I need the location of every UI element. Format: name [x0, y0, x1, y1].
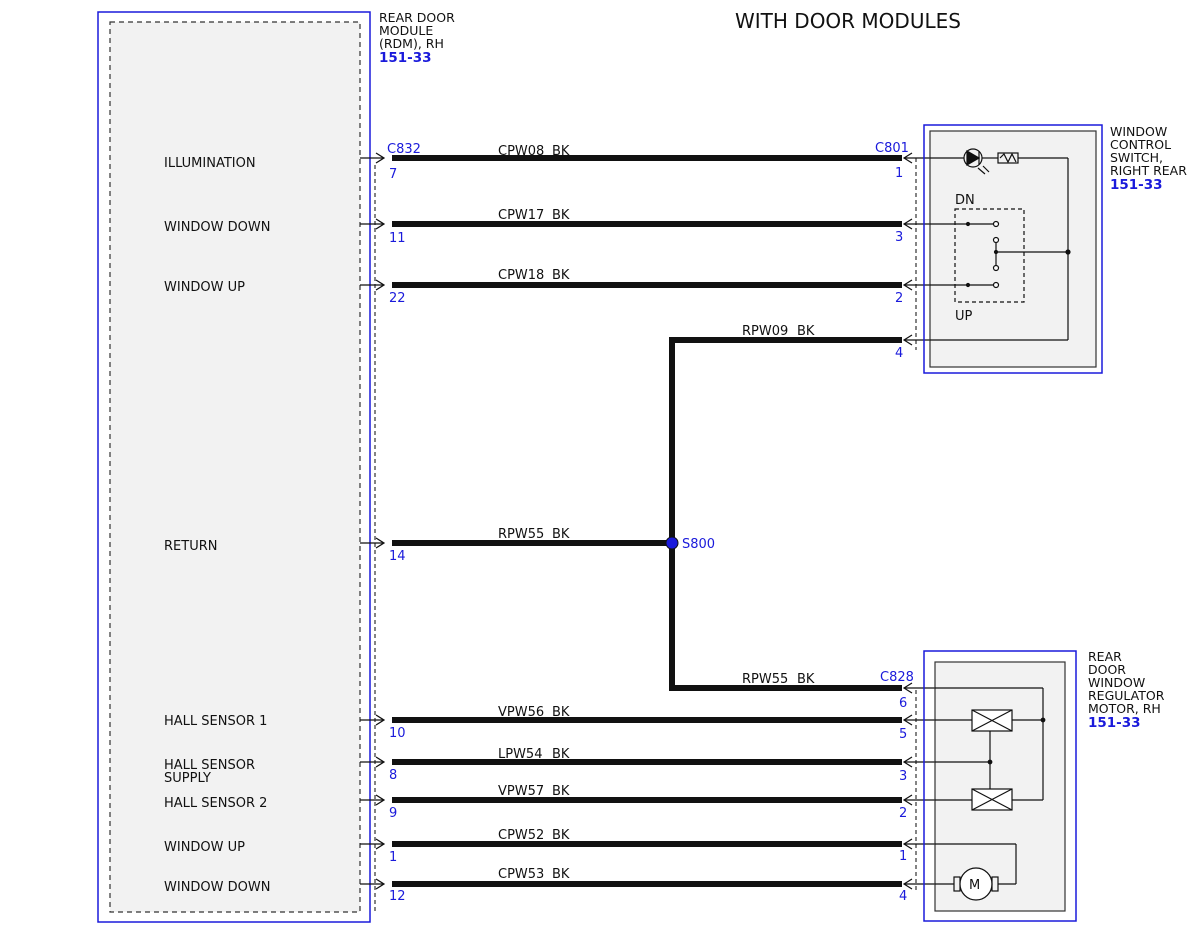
left-pin-8: 8 — [389, 768, 397, 783]
right-pin: 2 — [895, 291, 903, 306]
c832-connector-label: C832 — [387, 142, 421, 157]
wire-label-color: BK — [797, 324, 815, 339]
wire-label-color: BK — [552, 828, 570, 843]
motor-symbol: M — [969, 878, 980, 893]
motor-panel — [934, 661, 1066, 912]
right-pin: 1 — [895, 166, 903, 181]
motor-name-line-1: REAR — [1088, 649, 1122, 664]
wire-label-color: BK — [797, 672, 815, 687]
right-pin: 2 — [899, 806, 907, 821]
switch-up-label: UP — [955, 309, 973, 324]
wire-label-color: BK — [552, 208, 570, 223]
left-pin-14: 14 — [389, 549, 406, 564]
wire-label-color: BK — [552, 784, 570, 799]
wire-label-circuit: RPW09 — [742, 324, 788, 339]
wires — [392, 155, 902, 887]
module-name-line-3: (RDM), RH — [379, 36, 444, 51]
right-pin: 4 — [895, 346, 903, 361]
wire-label-color: BK — [552, 144, 570, 159]
wire-label-color: BK — [552, 747, 570, 762]
c801-connector-label: C801 — [875, 141, 909, 156]
wire-label-circuit: VPW57 — [498, 784, 544, 799]
left-connector-stubs — [360, 152, 386, 890]
right-pin: 6 — [899, 696, 907, 711]
wire-label-circuit: CPW53 — [498, 867, 544, 882]
pin-label-return: RETURN — [164, 539, 217, 554]
wire-label-color: BK — [552, 705, 570, 720]
right-pin: 5 — [899, 727, 907, 742]
pin-label-window-down-motor: WINDOW DOWN — [164, 880, 270, 895]
switch-name-line-3: SWITCH, — [1110, 150, 1163, 165]
module-name-line-2: MODULE — [379, 23, 433, 38]
module-name-line-1: REAR DOOR — [379, 10, 455, 25]
motor-name-line-2: DOOR — [1088, 662, 1126, 677]
switch-name-line-2: CONTROL — [1110, 137, 1171, 152]
pin-label-hall-sensor-supply: HALL SENSOR — [164, 758, 255, 773]
motor-ref[interactable]: 151-33 — [1088, 715, 1141, 731]
motor-name-line-3: WINDOW — [1088, 675, 1145, 690]
wire-rpw09-rpw55 — [669, 337, 902, 691]
wire-label-circuit: LPW54 — [498, 747, 542, 762]
wire-label-circuit: CPW18 — [498, 268, 544, 283]
pin-label-hall-sensor-2: HALL SENSOR 2 — [164, 796, 267, 811]
switch-outline — [923, 124, 1103, 374]
right-connector-stubs — [902, 152, 935, 890]
right-pin: 3 — [899, 769, 907, 784]
switch-name-line-1: WINDOW — [1110, 124, 1167, 139]
right-pin: 3 — [895, 230, 903, 245]
motor-name-line-4: REGULATOR — [1088, 688, 1165, 703]
switch-internals — [930, 148, 1071, 341]
module-panel — [109, 21, 361, 913]
left-pin-22: 22 — [389, 291, 406, 306]
switch-name-line-4: RIGHT REAR — [1110, 163, 1187, 178]
module-outline — [97, 11, 371, 923]
left-pin-7: 7 — [389, 167, 397, 182]
left-pin-1: 1 — [389, 850, 397, 865]
c828-connector-label: C828 — [880, 670, 914, 685]
splice-s800-dot — [665, 536, 679, 550]
wire-label-circuit: CPW52 — [498, 828, 544, 843]
wire-label-circuit: CPW08 — [498, 144, 544, 159]
switch-dn-label: DN — [955, 193, 975, 208]
left-pin-10: 10 — [389, 726, 406, 741]
diagram-title: WITH DOOR MODULES — [735, 9, 961, 33]
pin-label-hall-sensor-supply-2: SUPPLY — [164, 771, 211, 786]
pin-label-illumination: ILLUMINATION — [164, 156, 256, 171]
right-pin: 1 — [899, 849, 907, 864]
wire-label-circuit: VPW56 — [498, 705, 544, 720]
wire-label-color: BK — [552, 527, 570, 542]
motor-outline — [923, 650, 1077, 922]
wire-label-color: BK — [552, 867, 570, 882]
right-pin: 4 — [899, 889, 907, 904]
wire-label-circuit: CPW17 — [498, 208, 544, 223]
splice-s800-label: S800 — [682, 537, 715, 552]
wire-label-circuit: RPW55 — [498, 527, 544, 542]
left-pin-12: 12 — [389, 889, 406, 904]
wire-label-color: BK — [552, 268, 570, 283]
wire-label-circuit: RPW55 — [742, 672, 788, 687]
pin-label-window-down: WINDOW DOWN — [164, 220, 270, 235]
motor-internals — [935, 687, 1046, 901]
motor-name-line-5: MOTOR, RH — [1088, 701, 1161, 716]
pin-label-hall-sensor-1: HALL SENSOR 1 — [164, 714, 267, 729]
module-ref[interactable]: 151-33 — [379, 50, 432, 66]
pin-label-window-up-motor: WINDOW UP — [164, 840, 245, 855]
left-pin-11: 11 — [389, 231, 406, 246]
switch-ref[interactable]: 151-33 — [1110, 177, 1163, 193]
pin-label-window-up: WINDOW UP — [164, 280, 245, 295]
left-pin-9: 9 — [389, 806, 397, 821]
